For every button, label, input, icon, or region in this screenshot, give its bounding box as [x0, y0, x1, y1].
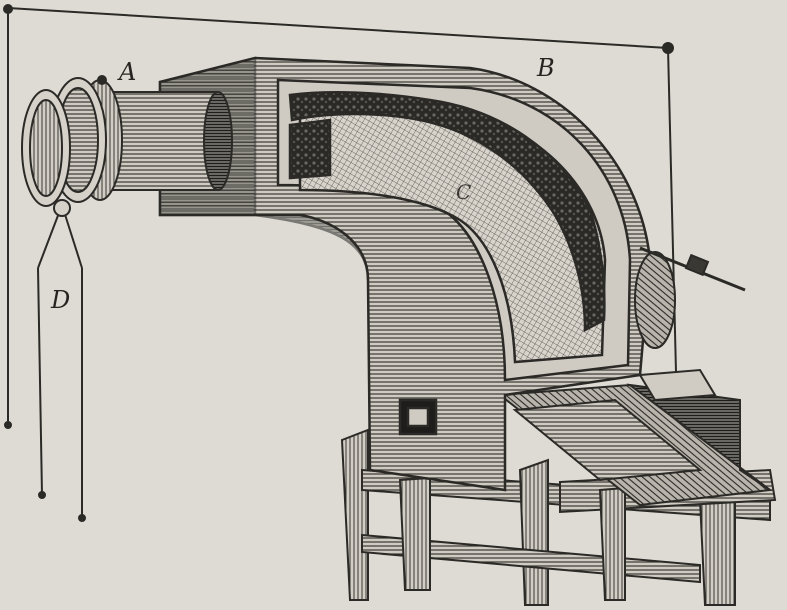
- hanger-cords: [37, 199, 86, 522]
- side-fitting: [634, 246, 746, 349]
- intake-pipe: [21, 75, 233, 207]
- suspension-wire: [3, 4, 677, 429]
- label-d: D: [51, 286, 71, 314]
- label-c: C: [456, 180, 472, 204]
- label-b: B: [537, 54, 555, 82]
- discharge-chute: [497, 368, 773, 507]
- label-a: A: [119, 58, 137, 86]
- curved-kiln-body: [158, 56, 652, 492]
